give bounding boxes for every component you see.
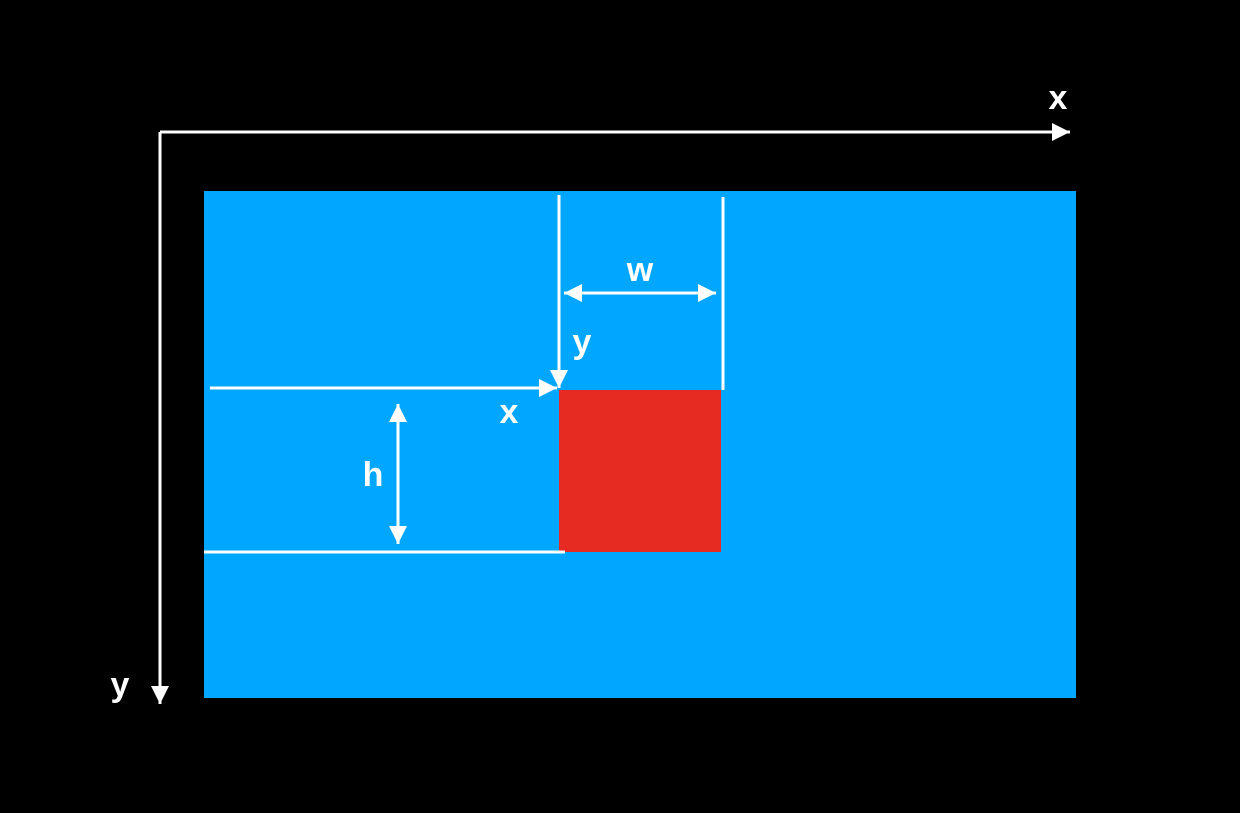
width-label: w xyxy=(626,251,654,289)
inner-y-label: y xyxy=(573,323,592,361)
height-label: h xyxy=(363,456,384,494)
outer-y-label: y xyxy=(111,666,130,704)
target-rectangle xyxy=(559,390,721,552)
inner-x-label: x xyxy=(500,393,519,431)
outer-x-label: x xyxy=(1049,79,1068,117)
